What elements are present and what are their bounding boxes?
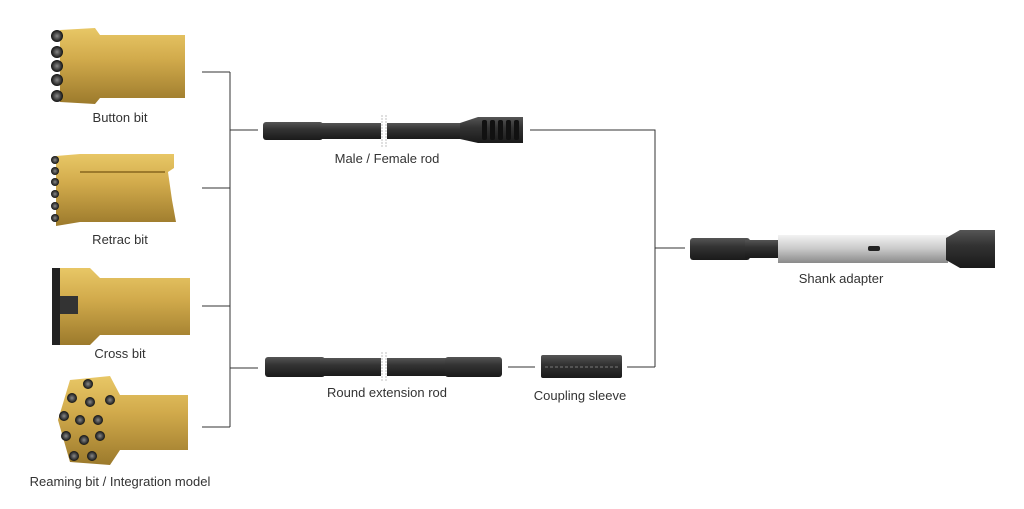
cross-bit-label: Cross bit [94, 346, 146, 361]
reaming-bit-image [58, 376, 188, 465]
connector-lines [202, 71, 685, 428]
retrac-bit-label: Retrac bit [92, 232, 148, 247]
button-bit-image [51, 28, 185, 104]
male-female-rod-image [263, 115, 523, 147]
shank-adapter-image [690, 230, 995, 268]
button-bit-label: Button bit [92, 110, 148, 125]
shank-adapter-label: Shank adapter [798, 271, 884, 286]
male-female-rod-label: Male / Female rod [334, 151, 440, 166]
reaming-bit-label: Reaming bit / Integration model [29, 474, 211, 489]
cross-bit-image [52, 268, 190, 345]
round-extension-rod-image [265, 352, 502, 382]
round-extension-rod-label: Round extension rod [327, 385, 447, 400]
retrac-bit-image [51, 154, 176, 226]
coupling-sleeve-label: Coupling sleeve [533, 388, 627, 403]
coupling-sleeve-image [541, 355, 622, 378]
